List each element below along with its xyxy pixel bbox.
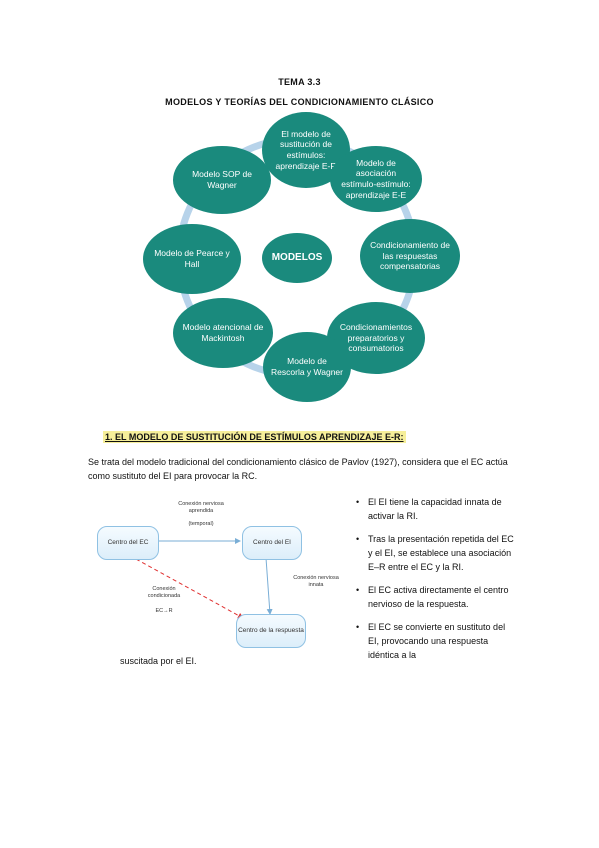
section-paragraph: Se trata del modelo tradicional del cond…: [88, 457, 508, 481]
label-ec-r: EC→R: [155, 608, 173, 614]
cycle-node-rescorla: Modelo de Rescorla y Wagner: [263, 332, 351, 402]
bullet-item: El EC activa directamente el centro nerv…: [356, 583, 516, 611]
cycle-node-asociacion: Modelo de asociación estímulo-estímulo: …: [330, 146, 422, 212]
bullet-item: El EC se convierte en sustituto del EI, …: [356, 620, 516, 662]
cycle-center: MODELOS: [262, 233, 332, 283]
bullet-item: El EI tiene la capacidad innata de activ…: [356, 495, 516, 523]
label-conexion-aprendida: Conexión nerviosa aprendida: [178, 501, 224, 515]
bullet-list: El EI tiene la capacidad innata de activ…: [356, 495, 516, 671]
section-heading: 1. EL MODELO DE SUSTITUCIÓN DE ESTÍMULOS…: [103, 431, 406, 443]
doc-tema: TEMA 3.3: [278, 77, 321, 87]
box-centro-ec: Centro del EC: [97, 526, 159, 560]
cycle-node-sop-wagner: Modelo SOP de Wagner: [173, 146, 271, 214]
cycle-node-mackintosh: Modelo atencional de Mackintosh: [173, 298, 273, 368]
cycle-node-sustitucion: El modelo de sustitución de estímulos: a…: [262, 112, 350, 188]
label-conexion-condicionada: Conexión condicionada: [147, 586, 181, 600]
doc-subtitle: MODELOS Y TEORÍAS DEL CONDICIONAMIENTO C…: [165, 97, 434, 107]
tail-text: suscitada por el EI.: [120, 656, 197, 666]
cycle-node-compensatorias: Condicionamiento de las respuestas compe…: [360, 219, 460, 293]
box-centro-respuesta: Centro de la respuesta: [236, 614, 306, 648]
bullet-item: Tras la presentación repetida del EC y e…: [356, 532, 516, 574]
label-conexion-innata: Conexión nerviosa innata: [293, 575, 339, 589]
cycle-node-pearce-hall: Modelo de Pearce y Hall: [143, 224, 241, 294]
box-centro-ei: Centro del EI: [242, 526, 302, 560]
label-temporal: (temporal): [188, 521, 214, 527]
